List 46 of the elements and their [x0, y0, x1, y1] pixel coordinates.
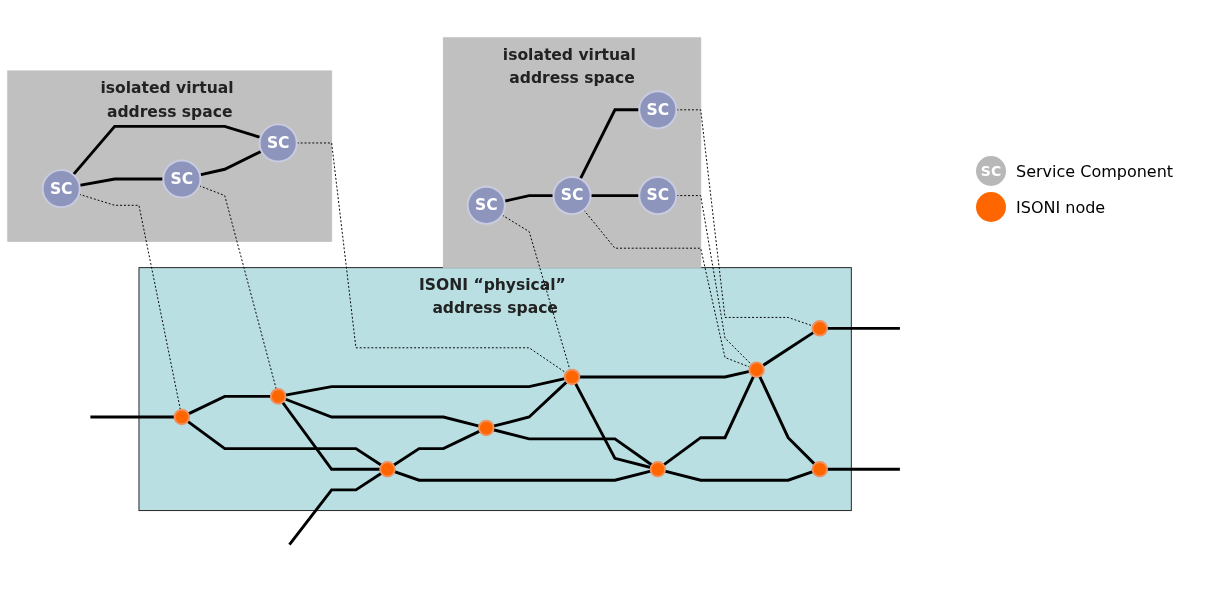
connector — [590, 194, 640, 198]
connector — [761, 331, 815, 368]
connector — [288, 472, 383, 546]
connector — [284, 397, 480, 428]
node-circle — [478, 419, 495, 437]
legend-text: Service Component — [1016, 161, 1174, 181]
node-circle: SC — [638, 176, 678, 216]
node-circle — [269, 388, 287, 405]
node-circle: SC — [41, 169, 81, 209]
node-circle — [811, 461, 828, 478]
connector — [579, 370, 750, 379]
connector — [579, 108, 640, 180]
connector — [758, 375, 816, 466]
node-circle — [379, 461, 396, 478]
node-circle — [563, 368, 581, 386]
connector — [662, 375, 755, 467]
node-circle: SC — [258, 123, 298, 163]
node-circle: SC — [162, 159, 202, 199]
node-circle — [748, 361, 765, 379]
connector — [79, 177, 164, 188]
connector — [199, 150, 263, 177]
connector — [187, 395, 271, 416]
connector — [583, 209, 751, 368]
connector — [186, 420, 383, 467]
connector — [664, 469, 814, 482]
connector — [827, 327, 900, 331]
connector — [392, 430, 481, 467]
connector — [72, 125, 261, 176]
connector — [90, 415, 175, 419]
node-circle — [811, 320, 828, 337]
node-circle — [173, 409, 191, 426]
connector — [393, 469, 652, 482]
connector — [492, 381, 568, 428]
connector — [827, 468, 900, 471]
node-circle — [649, 461, 667, 478]
node-circle: SC — [552, 176, 592, 216]
legend-text: ISONI node — [1016, 197, 1106, 217]
legend-icon-label: SC — [980, 163, 1002, 179]
connector — [285, 377, 566, 397]
connector — [281, 401, 381, 471]
node-circle: SC — [638, 90, 678, 130]
node-circle: SC — [466, 186, 506, 226]
cluster: ISONI “physical” address space — [138, 267, 852, 512]
connector — [492, 428, 653, 467]
connector — [574, 382, 652, 470]
connector — [504, 194, 554, 203]
